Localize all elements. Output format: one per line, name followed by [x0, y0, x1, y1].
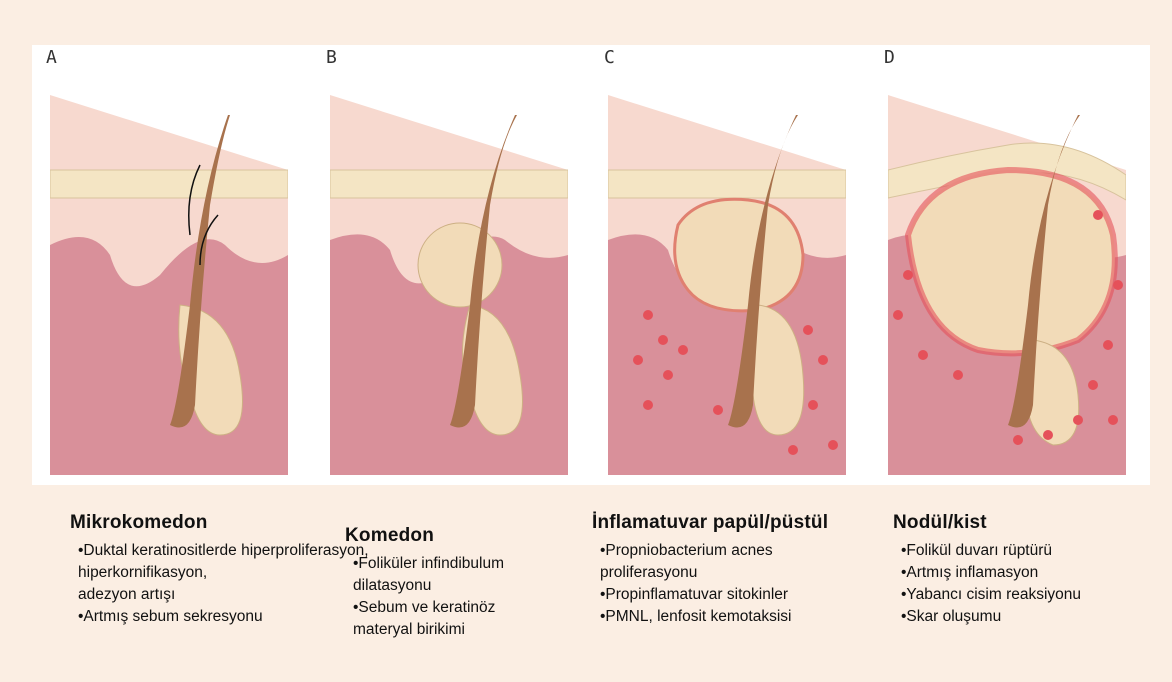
- comedone-illustration: [330, 75, 568, 475]
- caption-title: Nodül/kist: [893, 512, 1081, 534]
- caption-bullets: •Duktal keratinositlerde hiperproliferas…: [70, 540, 369, 628]
- caption-bullets: •Folikül duvarı rüptürü •Artmış inflamas…: [893, 540, 1081, 628]
- caption-nodul-kist: Nodül/kist •Folikül duvarı rüptürü •Artm…: [893, 512, 1081, 628]
- panel-label: B: [326, 47, 337, 68]
- caption-title: Mikrokomedon: [70, 512, 369, 534]
- caption-bullet: •Duktal keratinositlerde hiperproliferas…: [78, 540, 369, 562]
- caption-bullet: hiperkornifikasyon,: [78, 562, 369, 584]
- caption-bullet: •Artmış inflamasyon: [901, 562, 1081, 584]
- caption-bullet: •PMNL, lenfosit kemotaksisi: [600, 606, 840, 628]
- caption-bullets: •Propniobacterium acnes proliferasyonu •…: [592, 540, 840, 628]
- panel-d: D: [870, 45, 1132, 485]
- caption-bullet: •Propinflamatuvar sitokinler: [600, 584, 840, 606]
- caption-inflamatuvar: İnflamatuvar papül/püstül •Propniobacter…: [592, 512, 840, 628]
- panel-label: D: [884, 47, 895, 68]
- caption-title: Komedon: [345, 525, 553, 547]
- caption-mikrokomedon: Mikrokomedon •Duktal keratinositlerde hi…: [70, 512, 369, 628]
- caption-bullet: adezyon artışı: [78, 584, 369, 606]
- caption-bullet: •Foliküler infindibulum dilatasyonu: [353, 553, 553, 597]
- panel-a: A: [32, 45, 294, 485]
- papule-pustule-illustration: [608, 75, 846, 475]
- panel-c: C: [590, 45, 852, 485]
- panel-b: B: [312, 45, 574, 485]
- caption-bullet: •Folikül duvarı rüptürü: [901, 540, 1081, 562]
- caption-bullet: •Propniobacterium acnes proliferasyonu: [600, 540, 840, 584]
- microcomedone-illustration: [50, 75, 288, 475]
- caption-bullets: •Foliküler infindibulum dilatasyonu •Seb…: [345, 553, 553, 641]
- caption-bullet: •Yabancı cisim reaksiyonu: [901, 584, 1081, 606]
- caption-title: İnflamatuvar papül/püstül: [592, 512, 840, 534]
- caption-komedon: Komedon •Foliküler infindibulum dilatasy…: [345, 525, 553, 641]
- acne-pathogenesis-figure: A B C: [32, 45, 1150, 485]
- panel-label: A: [46, 47, 57, 68]
- caption-bullet: •Skar oluşumu: [901, 606, 1081, 628]
- nodule-cyst-illustration: [888, 75, 1126, 475]
- caption-bullet: •Sebum ve keratinöz materyal birikimi: [353, 597, 553, 641]
- panel-label: C: [604, 47, 615, 68]
- caption-bullet: •Artmış sebum sekresyonu: [78, 606, 369, 628]
